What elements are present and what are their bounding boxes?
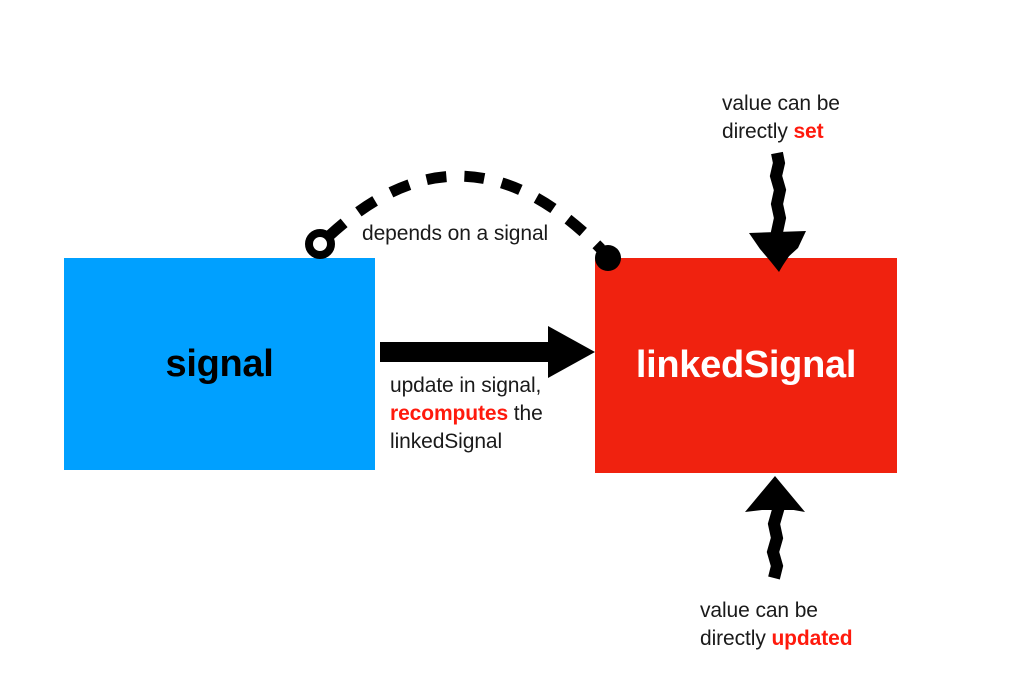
signal-node[interactable]: signal <box>64 258 375 470</box>
hollow-circle-marker <box>305 229 335 259</box>
depends-text: depends on a signal <box>362 222 549 245</box>
set-line-1: value can be <box>722 92 840 115</box>
depends-on-a-signal-label: depends on a signal <box>362 220 592 248</box>
value-can-be-updated-label: value can be directly updated <box>700 597 910 653</box>
updated-line-2-head: directly <box>700 627 772 650</box>
linkedsignal-node[interactable]: linkedSignal <box>595 258 897 473</box>
set-arrow <box>749 151 806 272</box>
update-line-3: linkedSignal <box>390 430 503 453</box>
update-line-2-tail: the <box>508 402 543 425</box>
signal-to-linkedsignal-arrow <box>380 326 595 378</box>
recomputes-label: update in signal, recomputes the linkedS… <box>390 372 590 456</box>
value-can-be-set-label: value can be directly set <box>722 90 902 146</box>
recomputes-highlight: recomputes <box>390 402 509 425</box>
updated-line-1: value can be <box>700 599 818 622</box>
update-line-1: update in signal, <box>390 374 542 397</box>
updated-arrow <box>745 476 805 580</box>
linkedsignal-node-label: linkedSignal <box>635 344 857 386</box>
updated-highlight: updated <box>771 627 853 650</box>
set-line-2-head: directly <box>722 120 794 143</box>
signal-node-label: signal <box>165 342 274 385</box>
set-highlight: set <box>793 120 824 143</box>
